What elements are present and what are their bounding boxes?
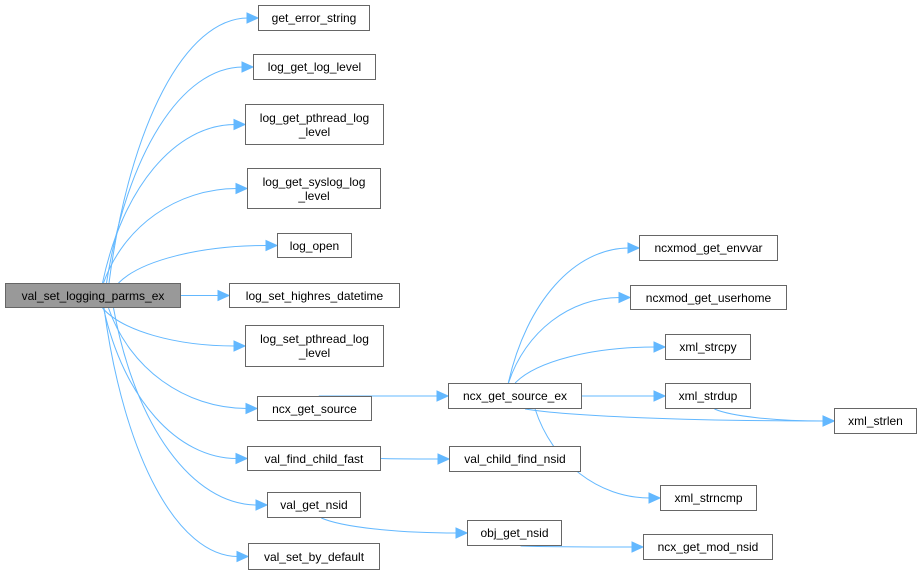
node-xml-strncmp[interactable]: xml_strncmp bbox=[660, 485, 757, 511]
node-xml-strlen[interactable]: xml_strlen bbox=[834, 408, 917, 434]
arrowhead-icon bbox=[653, 390, 667, 402]
node-log-get-syslog-log-level[interactable]: log_get_syslog_log _level bbox=[247, 168, 381, 209]
edge-xml_strdup-xml_strlen bbox=[714, 408, 825, 422]
node-val-set-by-default[interactable]: val_set_by_default bbox=[248, 543, 380, 570]
node-val-find-child-fast[interactable]: val_find_child_fast bbox=[247, 446, 381, 471]
arrowhead-icon bbox=[235, 452, 249, 465]
node-val-get-nsid[interactable]: val_get_nsid bbox=[267, 492, 361, 518]
node-root: val_set_logging_parms_ex bbox=[5, 283, 181, 308]
node-get-error-string[interactable]: get_error_string bbox=[258, 5, 370, 31]
edge-root-log_open bbox=[118, 245, 268, 284]
edge-root-val_set_by_default bbox=[103, 307, 239, 557]
edge-root-log_get_syslog_log_level bbox=[103, 188, 238, 284]
arrowhead-icon bbox=[236, 550, 250, 563]
edge-ncx_get_source_ex-ncxmod_get_envvar bbox=[507, 247, 630, 384]
arrowhead-icon bbox=[241, 61, 255, 73]
node-ncx-get-source-ex[interactable]: ncx_get_source_ex bbox=[448, 383, 582, 409]
edge-root-log_get_pthread_log_level bbox=[102, 124, 236, 284]
node-obj-get-nsid[interactable]: obj_get_nsid bbox=[467, 520, 562, 546]
node-log-open[interactable]: log_open bbox=[277, 233, 352, 258]
arrowhead-icon bbox=[618, 291, 632, 304]
arrowhead-icon bbox=[653, 341, 667, 353]
node-log-get-log-level[interactable]: log_get_log_level bbox=[253, 54, 376, 80]
arrowhead-icon bbox=[265, 239, 279, 252]
edge-root-val_find_child_fast bbox=[103, 307, 238, 459]
edge-ncx_get_source_ex-ncxmod_get_userhome bbox=[508, 297, 621, 384]
edge-val_find_child_fast-val_child_find_nsid bbox=[380, 458, 440, 460]
arrowhead-icon bbox=[455, 527, 469, 539]
arrowhead-icon bbox=[822, 415, 836, 427]
arrowhead-icon bbox=[235, 182, 249, 195]
arrowhead-icon bbox=[233, 118, 247, 131]
node-xml-strdup[interactable]: xml_strdup bbox=[665, 383, 751, 409]
arrowhead-icon bbox=[436, 390, 450, 402]
edge-root-ncx_get_source bbox=[108, 307, 248, 409]
node-log-get-pthread-log-level[interactable]: log_get_pthread_log _level bbox=[245, 104, 384, 145]
node-ncxmod-get-userhome[interactable]: ncxmod_get_userhome bbox=[630, 285, 787, 310]
arrowhead-icon bbox=[648, 492, 662, 504]
edge-root-log_set_pthread_log_level bbox=[102, 307, 236, 347]
edge-ncx_get_source_ex-xml_strcpy bbox=[514, 346, 656, 384]
node-ncxmod-get-envvar[interactable]: ncxmod_get_envvar bbox=[639, 235, 778, 261]
edge-ncx_get_source_ex-xml_strncmp bbox=[534, 408, 651, 499]
edge-root-get_error_string bbox=[108, 17, 249, 284]
arrowhead-icon bbox=[233, 340, 247, 352]
arrowhead-icon bbox=[631, 541, 645, 553]
edge-obj_get_nsid-ncx_get_mod_nsid bbox=[520, 545, 634, 548]
node-ncx-get-mod-nsid[interactable]: ncx_get_mod_nsid bbox=[643, 534, 773, 560]
arrowhead-icon bbox=[255, 499, 269, 511]
edge-root-log_get_log_level bbox=[106, 66, 244, 284]
edge-ncx_get_source_ex-xml_strlen bbox=[524, 408, 825, 422]
edge-root-val_get_nsid bbox=[113, 307, 258, 506]
edge-val_get_nsid-obj_get_nsid bbox=[321, 517, 458, 534]
node-val-child-find-nsid[interactable]: val_child_find_nsid bbox=[449, 446, 581, 472]
arrowhead-icon bbox=[246, 12, 260, 24]
arrowhead-icon bbox=[437, 453, 451, 465]
node-log-set-pthread-log-level[interactable]: log_set_pthread_log _level bbox=[245, 325, 384, 367]
node-log-set-highres-datetime[interactable]: log_set_highres_datetime bbox=[229, 283, 400, 308]
node-xml-strcpy[interactable]: xml_strcpy bbox=[665, 334, 751, 360]
arrowhead-icon bbox=[245, 402, 259, 415]
node-ncx-get-source[interactable]: ncx_get_source bbox=[257, 396, 372, 421]
arrowhead-icon bbox=[217, 289, 231, 302]
arrowhead-icon bbox=[627, 242, 641, 254]
